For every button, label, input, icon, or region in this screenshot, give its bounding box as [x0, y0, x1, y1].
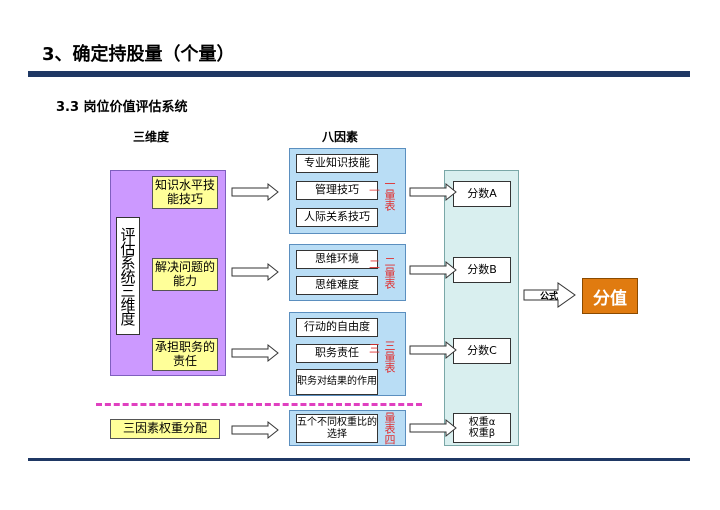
- table-two-dash: 二: [369, 258, 380, 271]
- formula-label-visible: 公式: [540, 292, 559, 302]
- score-a: 分数A: [453, 181, 511, 207]
- eval-system-label: 评估系统三维度: [116, 217, 140, 335]
- col-header-eight-factors: 八因素: [322, 130, 359, 144]
- arrow-dim1-to-group-a: [231, 183, 279, 201]
- top-rule: [28, 71, 690, 77]
- weight-allocation-label: 三因素权重分配: [110, 419, 220, 439]
- bottom-rule: [28, 458, 690, 461]
- arrow-group-a-to-score-a: [409, 183, 457, 201]
- col-header-three-dimensions: 三维度: [133, 130, 170, 144]
- arrow-dim2-to-group-b: [231, 263, 279, 281]
- arrow-formula-to-result: [523, 282, 576, 308]
- factor-impact-on-results: 职务对结果的作用: [296, 369, 378, 395]
- section-subtitle: 3.3 岗位价值评估系统: [56, 100, 188, 115]
- table-three-label: 三量表: [383, 340, 396, 373]
- arrow-group-b-to-score-b: [409, 261, 457, 279]
- factor-management-skill: 管理技巧: [296, 181, 378, 200]
- page-title: 3、确定持股量（个量）: [42, 44, 235, 65]
- factor-thinking-difficulty: 思维难度: [296, 276, 378, 295]
- score-panel: [444, 170, 519, 446]
- dimension-problem-solving: 解决问题的能力: [152, 258, 218, 291]
- arrow-dim3-to-group-c: [231, 344, 279, 362]
- factor-interpersonal-skill: 人际关系技巧: [296, 208, 378, 227]
- table-two-label: 二量表: [383, 256, 396, 289]
- score-c: 分数C: [453, 338, 511, 364]
- score-weights: 权重α 权重β: [453, 413, 511, 443]
- factor-professional-knowledge: 专业知识技能: [296, 154, 378, 173]
- separator-dashed-line: [96, 403, 422, 406]
- factor-thinking-environment: 思维环境: [296, 250, 378, 269]
- table-three-dash: 三: [369, 342, 380, 355]
- table-one-dash: —: [369, 183, 380, 196]
- table-four-label: 量表四: [383, 412, 396, 445]
- table-one-label: 一量表: [383, 178, 396, 211]
- factor-job-responsibility: 职务责任: [296, 344, 378, 363]
- dimension-knowledge: 知识水平技能技巧: [152, 176, 218, 209]
- factor-freedom-to-act: 行动的自由度: [296, 318, 378, 337]
- arrow-weight-to-group-d: [231, 421, 279, 439]
- dimension-accountability: 承担职务的责任: [152, 338, 218, 371]
- arrow-group-d-to-weights: [409, 419, 457, 437]
- arrow-group-c-to-score-c: [409, 341, 457, 359]
- result-score-box: 分值: [582, 278, 638, 314]
- score-b: 分数B: [453, 257, 511, 283]
- factor-weight-options: 五个不同权重比的选择: [296, 414, 378, 443]
